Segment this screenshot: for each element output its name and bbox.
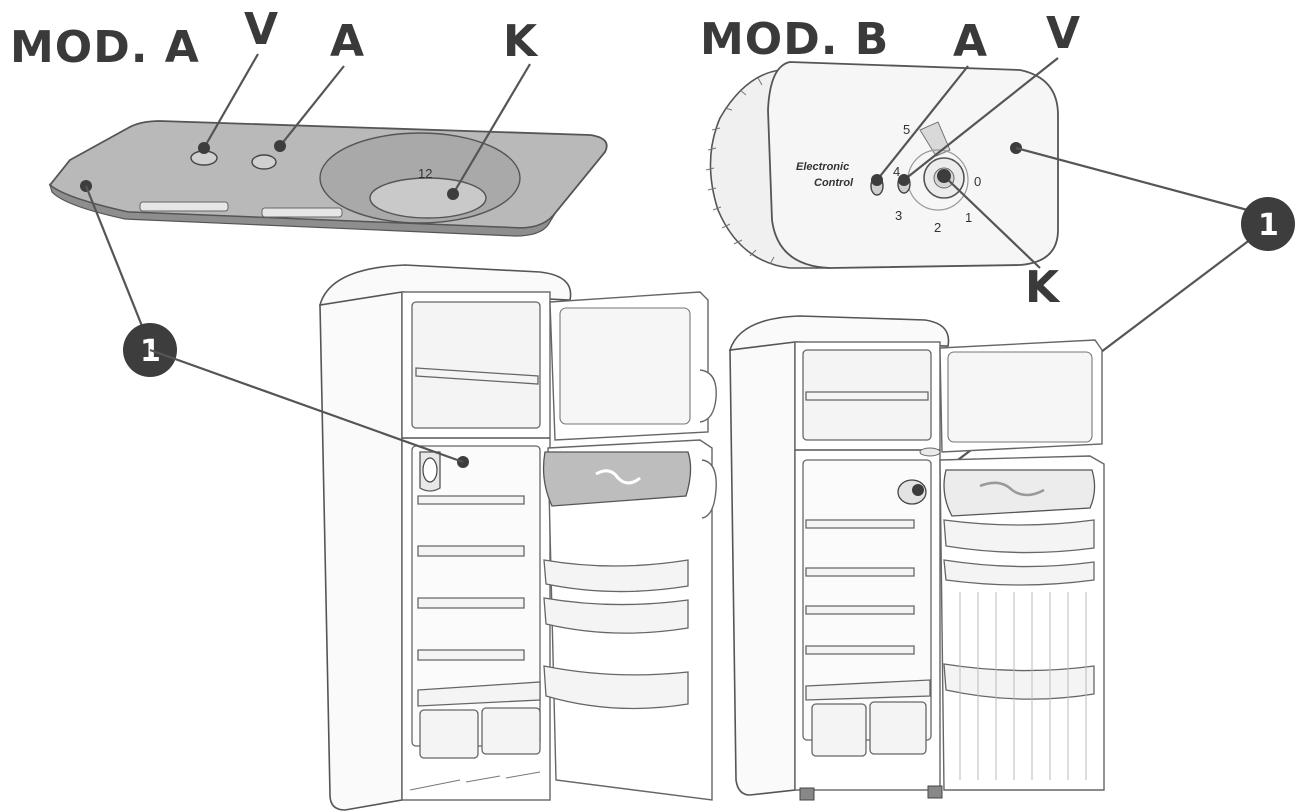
mod-a-label-a: A	[330, 16, 364, 67]
mod-b-panel-line1: Electronic	[796, 161, 849, 173]
mod-b-dial-1: 1	[965, 210, 972, 225]
callout-1-right: 1	[1241, 197, 1295, 251]
mod-a-label-v: V	[244, 4, 278, 55]
mod-a-control-panel: 12	[50, 121, 607, 236]
mod-b-label-k: K	[1025, 262, 1061, 313]
mod-b-label-v: V	[1046, 8, 1080, 59]
svg-text:1: 1	[1258, 208, 1279, 243]
mod-b-dial-3: 3	[895, 208, 902, 223]
mod-b-dial-0: 0	[974, 174, 981, 189]
mod-b-title: MOD. B	[700, 14, 889, 65]
mod-b-control-panel: Electronic Control 5 4 3 2 1 0	[706, 62, 1058, 268]
mod-b-dial-5: 5	[903, 122, 910, 137]
mod-a-label-k: K	[503, 16, 539, 67]
mod-a-title: MOD. A	[10, 22, 200, 73]
mod-b-dial-2: 2	[934, 220, 941, 235]
fridge-mod-a	[150, 265, 716, 810]
mod-a-dial-value: 12	[418, 166, 432, 181]
mod-b-label-a: A	[953, 16, 987, 67]
fridge-mod-b	[730, 316, 1104, 800]
svg-text:1: 1	[140, 334, 161, 369]
mod-b-panel-line2: Control	[814, 177, 854, 189]
